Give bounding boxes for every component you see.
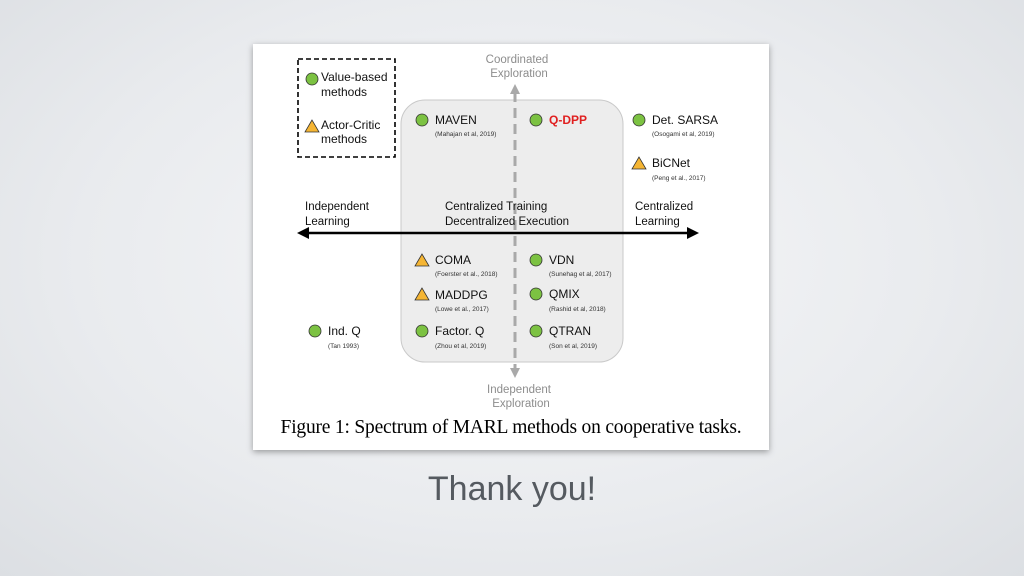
- left-axis-label-line2: Learning: [305, 216, 350, 228]
- value-based-legend-icon: [305, 72, 319, 86]
- bicnet-name: BiCNet: [652, 156, 691, 170]
- center-axis-label-line2: Decentralized Execution: [445, 216, 569, 228]
- det-sarsa-cite: (Osogami et al, 2019): [652, 131, 715, 138]
- legend-actor-critic-line1: Actor-Critic: [321, 118, 380, 132]
- actor-critic-legend-icon: [304, 119, 320, 133]
- ind-q-name: Ind. Q: [328, 324, 361, 338]
- maddpg-cite: (Lowe et al., 2017): [435, 306, 489, 313]
- legend-value-based-line2: methods: [321, 85, 367, 99]
- learning-arrow-left-icon: [297, 227, 309, 239]
- legend-value-based-line1: Value-based: [321, 70, 388, 84]
- factor-q-name: Factor. Q: [435, 324, 484, 338]
- bottom-axis-label-line2: Exploration: [492, 398, 550, 410]
- figure-panel: Value-based methods Actor-Critic methods…: [253, 44, 769, 450]
- maddpg-marker-icon: [414, 287, 430, 301]
- exploration-arrow-up-icon: [510, 84, 520, 94]
- right-axis-label-line2: Learning: [635, 216, 680, 228]
- coma-cite: (Foerster et al., 2018): [435, 271, 498, 278]
- det-sarsa-name: Det. SARSA: [652, 113, 718, 127]
- top-axis-label-line2: Exploration: [490, 68, 548, 80]
- qdpp-marker-icon: [529, 113, 543, 127]
- coma-marker-icon: [414, 253, 430, 267]
- maddpg-name: MADDPG: [435, 288, 488, 302]
- qmix-cite: (Rashid et al, 2018): [549, 306, 606, 313]
- maven-cite: (Mahajan et al, 2019): [435, 131, 496, 138]
- qtran-name: QTRAN: [549, 324, 591, 338]
- factor-q-marker-icon: [415, 324, 429, 338]
- qtran-cite: (Son et al, 2019): [549, 343, 597, 350]
- center-axis-label-line1: Centralized Training: [445, 201, 547, 213]
- exploration-arrow-down-icon: [510, 368, 520, 378]
- vdn-marker-icon: [529, 253, 543, 267]
- bottom-axis-label-line1: Independent: [487, 384, 552, 396]
- factor-q-cite: (Zhou et al, 2019): [435, 343, 486, 350]
- legend-actor-critic-line2: methods: [321, 132, 367, 146]
- coma-name: COMA: [435, 253, 471, 267]
- bicnet-cite: (Peng et al., 2017): [652, 175, 705, 182]
- vdn-name: VDN: [549, 253, 574, 267]
- legend-box: [297, 58, 396, 158]
- figure-caption: Figure 1: Spectrum of MARL methods on co…: [280, 417, 742, 438]
- qmix-name: QMIX: [549, 287, 580, 301]
- qtran-marker-icon: [529, 324, 543, 338]
- ind-q-marker-icon: [308, 324, 322, 338]
- maven-marker-icon: [415, 113, 429, 127]
- thank-you-title: Thank you!: [427, 470, 597, 508]
- bicnet-marker-icon: [631, 156, 647, 170]
- left-axis-label-line1: Independent: [305, 201, 370, 213]
- qmix-marker-icon: [529, 287, 543, 301]
- right-axis-label-line1: Centralized: [635, 201, 693, 213]
- maven-name: MAVEN: [435, 113, 477, 127]
- qdpp-name: Q-DPP: [549, 113, 587, 127]
- det-sarsa-marker-icon: [632, 113, 646, 127]
- marl-spectrum-diagram: Value-based methods Actor-Critic methods…: [297, 54, 718, 410]
- ctde-region: [400, 99, 624, 363]
- ind-q-cite: (Tan 1993): [328, 343, 359, 350]
- learning-arrow-right-icon: [687, 227, 699, 239]
- vdn-cite: (Sunehag et al, 2017): [549, 271, 612, 278]
- top-axis-label-line1: Coordinated: [486, 54, 549, 66]
